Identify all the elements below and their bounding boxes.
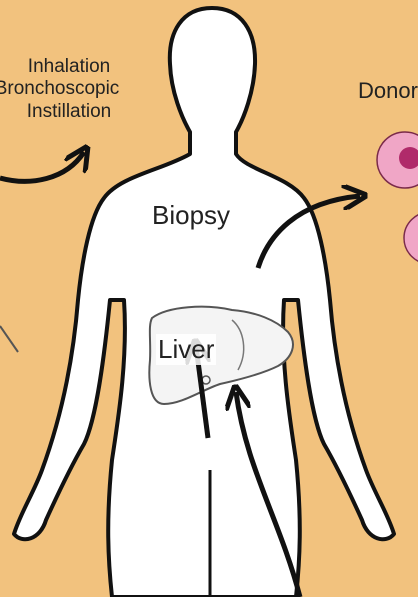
liver-label: Liver (156, 334, 216, 365)
arrow-line (0, 326, 18, 352)
route-label-bronchoscopic: Bronchoscopic (0, 78, 138, 100)
donor-label: Donor (358, 78, 418, 104)
curved-arrow-icon (0, 152, 84, 181)
biopsy-label: Biopsy (152, 200, 230, 231)
route-label-inhalation: Inhalation (0, 56, 138, 78)
route-label-instillation: Instillation (0, 101, 138, 123)
route-labels: Inhalation Bronchoscopic Instillation (0, 56, 138, 123)
donor-cell-icon (377, 132, 418, 264)
